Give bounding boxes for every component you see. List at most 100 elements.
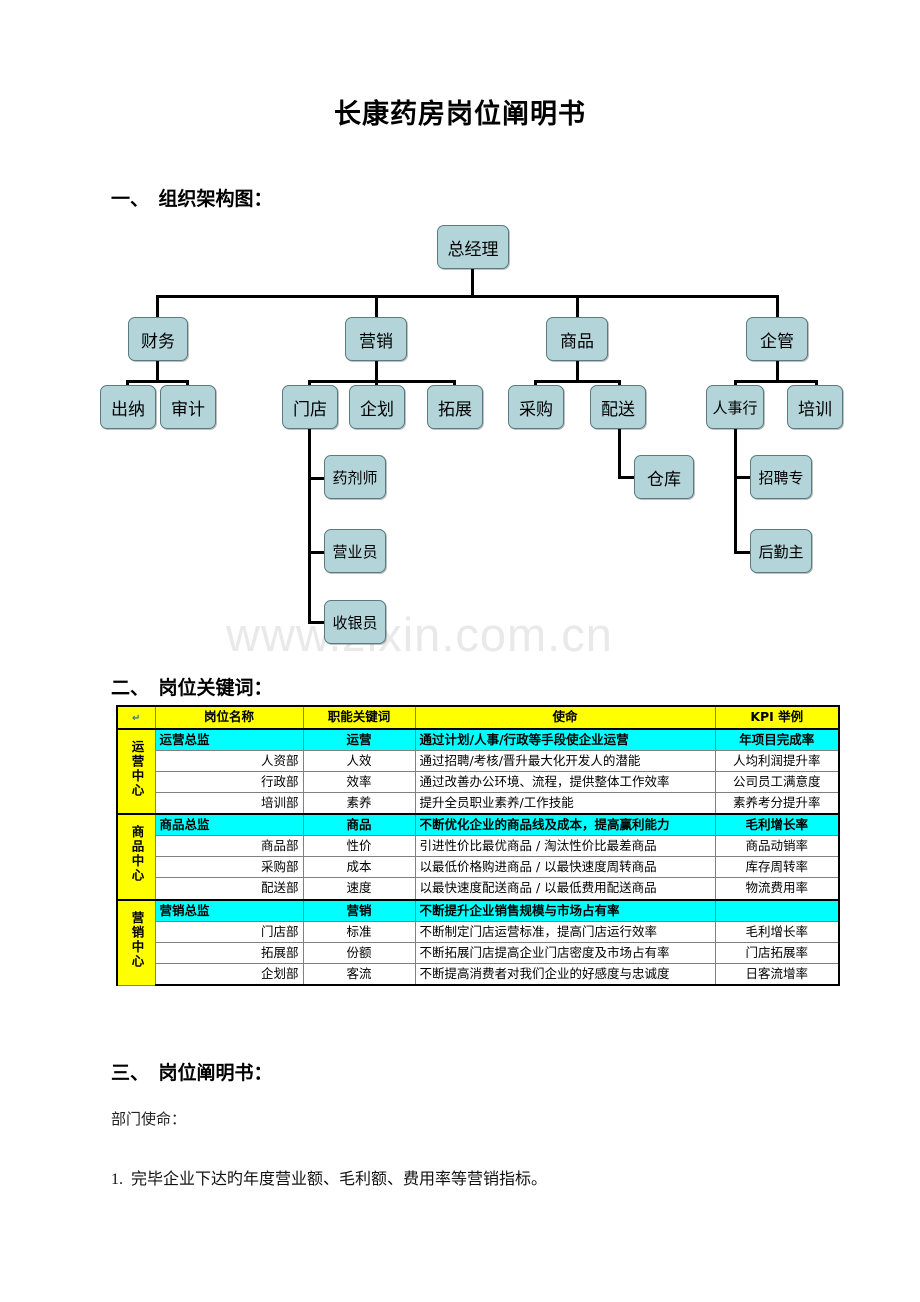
table-header-row: ↵ 岗位名称 职能关键词 使命 KPI 举例: [116, 705, 840, 729]
header-position-name: 岗位名称: [154, 705, 304, 729]
header-group: ↵: [116, 705, 156, 729]
org-node-expansion: 拓展: [427, 385, 483, 429]
row-keyword: 效率: [302, 770, 416, 793]
director-kpi: 毛利增长率: [714, 813, 840, 837]
org-node-label: 收银员: [332, 615, 378, 632]
row-kpi: 素养考分提升率: [714, 791, 840, 815]
org-node-cashier: 出纳: [100, 385, 156, 429]
org-node-label: 药剂师: [332, 470, 378, 487]
row-name: 商品部: [154, 835, 304, 858]
connector-finance-bus: [126, 380, 189, 383]
connector-drop-marketing: [375, 295, 378, 327]
row-mission: 以最低价格购进商品 / 以最快速度周转商品: [414, 856, 716, 879]
org-node-finance: 财务: [128, 317, 188, 361]
org-node-marketing: 营销: [345, 317, 407, 361]
table-row: 配送部 速度 以最快速度配送商品 / 以最低费用配送商品 物流费用率: [117, 877, 840, 900]
director-kpi: 年项目完成率: [714, 727, 840, 751]
row-mission: 不断拓展门店提高企业门店密度及市场占有率: [414, 941, 716, 964]
org-chart: 总经理 财务 营销 商品 企管 出纳 审计 门店 企划 拓展: [100, 225, 850, 655]
section-heading-job-description: 三、 岗位阐明书：: [111, 1063, 273, 1084]
connector-store-to-cashier: [308, 621, 326, 624]
group-label-merchandise: 商品中心: [116, 813, 156, 900]
department-mission-label: 部门使命：: [111, 1112, 187, 1128]
group-label-operations: 运营中心: [116, 727, 156, 815]
org-node-label: 采购: [519, 399, 553, 419]
org-node-label: 企划: [360, 399, 394, 419]
org-node-pharmacist: 药剂师: [324, 455, 386, 499]
group-label-marketing: 营销中心: [116, 898, 156, 986]
row-name: 人资部: [154, 749, 304, 772]
row-name: 配送部: [154, 877, 304, 900]
org-node-recruiter: 招聘专: [750, 455, 812, 499]
connector-drop-finance: [156, 295, 159, 327]
director-kpi: [714, 898, 840, 922]
org-node-enterprise-mgmt: 企管: [746, 317, 808, 361]
director-name: 运营总监: [154, 727, 304, 751]
connector-marketing-stem: [375, 361, 378, 382]
connector-hr-spine: [734, 429, 737, 554]
org-node-label: 商品: [560, 331, 594, 351]
row-mission: 通过招聘/考核/晋升最大化开发人的潜能: [414, 749, 716, 772]
table-row: 商品部 性价 引进性价比最优商品 / 淘汰性价比最差商品 商品动销率: [117, 835, 840, 858]
connector-hr-to-recruit: [734, 476, 752, 479]
connector-merchandise-stem: [576, 361, 579, 382]
row-kpi: 毛利增长率: [714, 920, 840, 943]
table-row-director: 商品中心 商品总监 商品 不断优化企业的商品线及成本，提高赢利能力 毛利增长率: [116, 813, 840, 900]
connector-drop-merchandise: [576, 295, 579, 327]
row-keyword: 素养: [302, 791, 416, 815]
org-node-general-manager: 总经理: [437, 225, 509, 269]
table-row: 拓展部 份额 不断拓展门店提高企业门店密度及市场占有率 门店拓展率: [117, 941, 840, 964]
row-name: 门店部: [154, 920, 304, 943]
connector-store-to-clerk: [308, 551, 326, 554]
header-kpi: KPI 举例: [714, 705, 840, 729]
org-node-label: 出纳: [111, 399, 145, 419]
director-keyword: 营销: [302, 898, 416, 922]
connector-delivery-to-warehouse: [618, 476, 636, 479]
director-name: 商品总监: [154, 813, 304, 837]
row-mission: 以最快速度配送商品 / 以最低费用配送商品: [414, 877, 716, 900]
org-node-label: 拓展: [438, 399, 472, 419]
org-node-warehouse: 仓库: [634, 455, 694, 499]
org-node-label: 门店: [293, 399, 327, 419]
section-heading-keywords: 二、 岗位关键词：: [111, 678, 273, 699]
row-keyword: 性价: [302, 835, 416, 858]
row-keyword: 客流: [302, 962, 416, 986]
page-title: 长康药房岗位阐明书: [334, 99, 586, 130]
org-node-label: 后勤主: [758, 544, 804, 561]
director-keyword: 运营: [302, 727, 416, 751]
org-node-hr-admin: 人事行: [706, 385, 764, 429]
org-node-label: 仓库: [647, 469, 681, 489]
row-name: 企划部: [154, 962, 304, 986]
row-mission: 提升全员职业素养/工作技能: [414, 791, 716, 815]
org-node-label: 营业员: [332, 544, 378, 561]
org-node-label: 营销: [359, 331, 393, 351]
org-node-label: 财务: [141, 331, 175, 351]
connector-marketing-bus: [308, 380, 456, 383]
table-row: 门店部 标准 不断制定门店运营标准，提高门店运行效率 毛利增长率: [117, 920, 840, 943]
row-name: 培训部: [154, 791, 304, 815]
org-node-label: 招聘专: [758, 470, 804, 487]
row-mission: 不断制定门店运营标准，提高门店运行效率: [414, 920, 716, 943]
org-node-label: 总经理: [447, 239, 499, 259]
connector-level2-bus: [156, 295, 779, 298]
org-node-planning: 企划: [349, 385, 405, 429]
row-kpi: 商品动销率: [714, 835, 840, 858]
table-row: 企划部 客流 不断提高消费者对我们企业的好感度与忠诚度 日客流增率: [117, 962, 840, 986]
org-node-training: 培训: [787, 385, 843, 429]
row-kpi: 库存周转率: [714, 856, 840, 879]
row-name: 行政部: [154, 770, 304, 793]
row-kpi: 门店拓展率: [714, 941, 840, 964]
org-node-merchandise: 商品: [546, 317, 608, 361]
row-kpi: 物流费用率: [714, 877, 840, 900]
org-node-cashier-staff: 收银员: [324, 600, 386, 644]
connector-store-spine: [308, 429, 311, 623]
row-kpi: 人均利润提升率: [714, 749, 840, 772]
org-node-purchasing: 采购: [508, 385, 564, 429]
row-keyword: 份额: [302, 941, 416, 964]
connector-store-to-pharmacist: [308, 477, 326, 480]
org-node-salesclerk: 营业员: [324, 529, 386, 573]
row-mission: 通过改善办公环境、流程，提供整体工作效率: [414, 770, 716, 793]
connector-enterprise-bus: [734, 380, 818, 383]
row-kpi: 日客流增率: [714, 962, 840, 986]
director-mission: 不断优化企业的商品线及成本，提高赢利能力: [414, 813, 716, 837]
